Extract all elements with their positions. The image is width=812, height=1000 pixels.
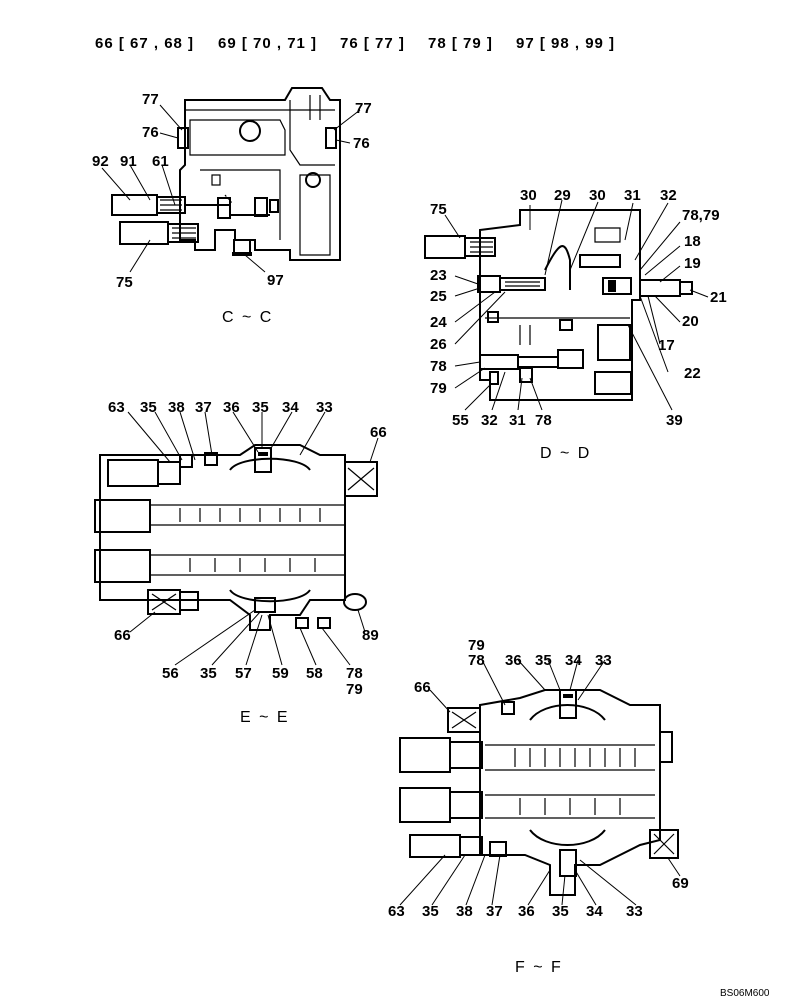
callout-label: 18	[684, 233, 701, 250]
callout-label: 39	[666, 412, 683, 429]
callout-label: 38	[456, 903, 473, 920]
callout-label: 33	[626, 903, 643, 920]
callout-label: 58	[306, 665, 323, 682]
callout-label: 30	[589, 187, 606, 204]
header-group: 97 [ 98 , 99 ]	[516, 35, 615, 52]
callout-label: 97	[267, 272, 284, 289]
callout-label: 36	[505, 652, 522, 669]
section-ee-drawing	[94, 444, 378, 631]
callout-label: 36	[518, 903, 535, 920]
callout-label: 79	[430, 380, 447, 397]
callout-label: 17	[658, 337, 675, 354]
section-ff-drawing	[399, 689, 679, 896]
callout-label: 26	[430, 336, 447, 353]
section-title: D ~ D	[540, 445, 591, 462]
callout-label: 35	[140, 399, 157, 416]
callout-label: 34	[565, 652, 582, 669]
header-group: 76 [ 77 ]	[340, 35, 405, 52]
callout-label: 24	[430, 314, 447, 331]
callout-label: 92	[92, 153, 109, 170]
callout-label: 19	[684, 255, 701, 272]
callout-label: 78,79	[682, 207, 720, 224]
callout-label: 23	[430, 267, 447, 284]
callout-label: 57	[235, 665, 252, 682]
section-cc-drawing	[111, 87, 341, 261]
callout-label: 35	[535, 652, 552, 669]
header-group: 78 [ 79 ]	[428, 35, 493, 52]
callout-label: 35	[422, 903, 439, 920]
callout-label: 56	[162, 665, 179, 682]
callout-label: 77	[355, 100, 372, 117]
callout-label: 35	[200, 665, 217, 682]
callout-label: 69	[672, 875, 689, 892]
callout-label: 77	[142, 91, 159, 108]
section-title: C ~ C	[222, 309, 273, 326]
callout-label: 21	[710, 289, 727, 306]
header-group: 69 [ 70 , 71 ]	[218, 35, 317, 52]
callout-label: 79	[468, 637, 485, 654]
callout-label: 79	[346, 681, 363, 698]
callout-label: 35	[552, 903, 569, 920]
callout-label: 76	[353, 135, 370, 152]
section-cc-callouts: 77 76 92 91 61 75 97 77 76 C ~ C	[92, 91, 372, 326]
callout-label: 76	[142, 124, 159, 141]
callout-label: 22	[684, 365, 701, 382]
callout-label: 37	[486, 903, 503, 920]
callout-label: 78	[346, 665, 363, 682]
callout-label: 37	[195, 399, 212, 416]
callout-label: 63	[108, 399, 125, 416]
callout-label: 35	[252, 399, 269, 416]
drawing-code: BS06M600	[720, 988, 770, 999]
callout-label: 75	[430, 201, 447, 218]
callout-label: 78	[535, 412, 552, 429]
callout-label: 89	[362, 627, 379, 644]
callout-label: 75	[116, 274, 133, 291]
callout-label: 31	[509, 412, 526, 429]
callout-label: 34	[282, 399, 299, 416]
callout-label: 55	[452, 412, 469, 429]
section-title: F ~ F	[515, 959, 563, 976]
section-dd-callouts: 75 30 29 30 31 32 78,79 18 19 21 20 17 2…	[430, 187, 727, 462]
callout-label: 29	[554, 187, 571, 204]
section-dd-drawing	[424, 209, 693, 401]
section-title: E ~ E	[240, 709, 290, 726]
callout-label: 25	[430, 288, 447, 305]
header-part-groups: 66 [ 67 , 68 ] 69 [ 70 , 71 ] 76 [ 77 ] …	[95, 35, 615, 52]
callout-label: 34	[586, 903, 603, 920]
callout-label: 78	[468, 652, 485, 669]
callout-label: 38	[168, 399, 185, 416]
section-ee-callouts: 63 35 38 37 36 35 34 33 66 66 89 56 35 5…	[108, 399, 387, 726]
callout-label: 78	[430, 358, 447, 375]
callout-label: 30	[520, 187, 537, 204]
header-group: 66 [ 67 , 68 ]	[95, 35, 194, 52]
callout-label: 31	[624, 187, 641, 204]
callout-label: 20	[682, 313, 699, 330]
callout-label: 32	[481, 412, 498, 429]
callout-label: 59	[272, 665, 289, 682]
callout-label: 63	[388, 903, 405, 920]
callout-label: 61	[152, 153, 169, 170]
callout-label: 66	[370, 424, 387, 441]
callout-label: 32	[660, 187, 677, 204]
callout-label: 66	[414, 679, 431, 696]
callout-label: 36	[223, 399, 240, 416]
callout-label: 33	[316, 399, 333, 416]
section-ff-callouts: 79 78 36 35 34 33 66 69 63 35 38 37 36 3…	[388, 637, 689, 976]
callout-label: 91	[120, 153, 137, 170]
callout-label: 66	[114, 627, 131, 644]
callout-label: 33	[595, 652, 612, 669]
